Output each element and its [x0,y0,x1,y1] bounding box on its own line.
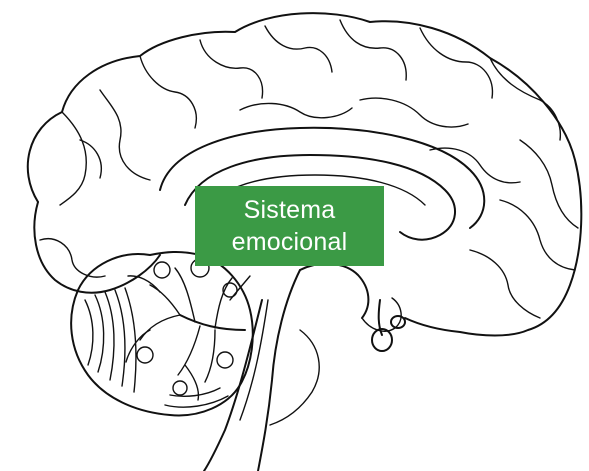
sulcus-4 [200,40,263,98]
lobule-5 [173,381,187,395]
sulcus-3 [140,56,196,128]
arbor-branch-2 [140,315,180,340]
brain-outline [28,13,582,335]
lobule-4 [137,347,153,363]
thalamus [300,264,368,318]
sulcus-6 [340,20,406,80]
sulcus-16 [430,148,520,183]
lobule-6 [217,352,233,368]
mammillary-body [391,316,405,328]
folia-3 [105,292,114,380]
arbor-branch-3 [175,268,195,322]
label-line-1: Sistema [244,194,336,226]
arbor-branch-6 [205,330,215,382]
folia-4 [115,290,125,386]
sulcus-5 [265,26,332,72]
sulcus-10 [500,200,575,270]
folia-1 [85,300,93,365]
sulcus-2 [100,90,150,180]
sulcus-12 [40,239,105,277]
arbor-branch-4 [178,326,200,375]
sulcus-8 [490,58,560,140]
medulla-line [240,300,268,420]
sulcus-1 [60,112,86,205]
folia-2 [95,295,104,372]
brainstem-front [258,270,300,471]
sulcus-9 [520,140,578,228]
sulcus-11 [470,250,540,318]
arbor-branch-7 [128,276,160,292]
emotional-system-label: Sistema emocional [195,186,384,266]
folia-5 [125,288,136,392]
sulcus-13 [240,103,352,117]
label-line-2: emocional [232,226,348,258]
sulcus-7 [420,28,492,98]
arbor-branch-1 [150,285,180,315]
frontal-base [34,202,160,293]
sulcus-14 [360,98,468,127]
lobule-1 [154,262,170,278]
arbor-vitae-trunk [180,315,245,330]
arbor-branch-5 [215,278,232,328]
